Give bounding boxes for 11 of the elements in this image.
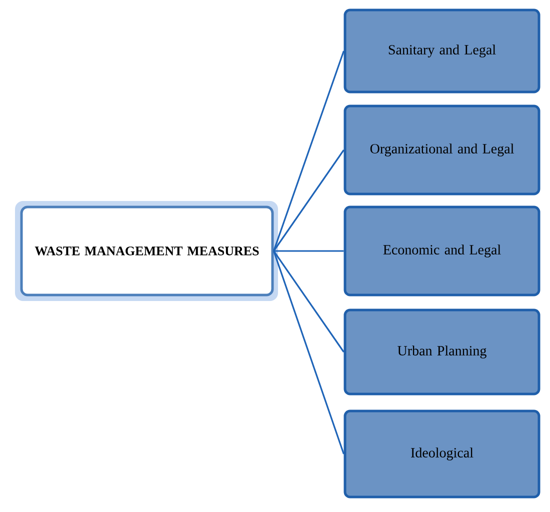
connector-line [273, 250, 344, 352]
title-box: WASTE MANAGEMENT MEASURES [20, 206, 274, 296]
category-box: Urban Planning [344, 308, 540, 396]
category-box: Organizational and Legal [344, 104, 540, 196]
category-box: Economic and Legal [344, 206, 540, 296]
connector-line [274, 250, 344, 252]
connector-line [273, 150, 344, 252]
connector-line [273, 50, 344, 252]
category-box: Sanitary and Legal [344, 8, 540, 94]
category-box: Ideological [344, 410, 540, 498]
connector-line [273, 250, 344, 454]
